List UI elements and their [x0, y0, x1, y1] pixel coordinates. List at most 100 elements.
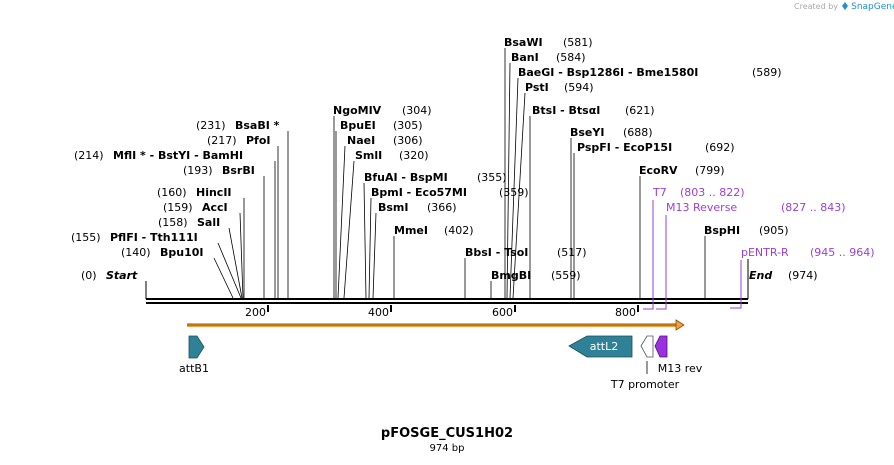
leader-line-naei [337, 145, 346, 299]
enzyme-name: BsmI [378, 201, 409, 214]
orf-arrow [187, 319, 685, 331]
enzyme-pos: (621) [625, 104, 655, 117]
start-pos-label: (0) [81, 269, 97, 282]
enzyme-pos: (320) [399, 149, 429, 162]
enzyme-labels-right: NgoMIV (304) BpuEI (305) NaeI (306) SmlI… [333, 36, 789, 282]
start-name-label: Start [106, 269, 138, 282]
enzyme-pos: (306) [393, 134, 423, 147]
leader-line-bpu10i [213, 257, 234, 299]
leader-line-bsmi [372, 212, 377, 299]
feature-arrow-attl2 [568, 335, 633, 358]
primer-m13-reverse: M13 Reverse (827 .. 843) [656, 201, 846, 310]
enzyme-pos: (140) [121, 246, 151, 259]
enzyme-name: PstI [525, 81, 549, 94]
end-pos-label: (974) [788, 269, 818, 282]
enzyme-name: PfoI [246, 134, 271, 147]
enzyme-pos: (359) [499, 186, 529, 199]
leader-line-acci [239, 212, 244, 299]
leader-line-bani [506, 62, 511, 299]
primer-name: M13 Reverse [666, 201, 737, 214]
enzyme-name: BspHI [704, 224, 740, 237]
enzyme-pos: (304) [402, 104, 432, 117]
enzyme-name: BsaWI [504, 36, 543, 49]
enzyme-pos: (692) [705, 141, 735, 154]
enzyme-pos: (155) [71, 231, 101, 244]
enzyme-leader-lines [213, 48, 706, 299]
created-by-text: Created by [794, 2, 839, 11]
enzyme-name: NaeI [347, 134, 375, 147]
feature-label: M13 rev [658, 362, 703, 375]
enzyme-pos: (559) [551, 269, 581, 282]
enzyme-name: MmeI [394, 224, 428, 237]
enzyme-pos: (594) [564, 81, 594, 94]
enzyme-pos: (159) [163, 201, 193, 214]
enzyme-pos: (305) [393, 119, 423, 132]
enzyme-name: BbsI - TsoI [465, 246, 528, 259]
enzyme-name: BseYI [570, 126, 604, 139]
end-name-label: End [749, 269, 772, 282]
ruler-label: 400 [368, 306, 389, 319]
feature-arrow-m13-rev [654, 335, 668, 358]
feature-m13-rev: M13 rev [654, 335, 703, 375]
enzyme-name: BanI [511, 51, 539, 64]
primer-name: pENTR-R [741, 246, 789, 259]
enzyme-pos: (581) [563, 36, 593, 49]
ruler-label: 600 [492, 306, 513, 319]
snapgene-logo-icon [841, 2, 848, 10]
enzyme-name: HincII [196, 186, 232, 199]
enzyme-name: SalI [197, 216, 220, 229]
leader-line-baegi [509, 77, 519, 299]
primer-t7: T7 (803 .. 822) [643, 186, 745, 310]
snapgene-brand-name: SnapGene [851, 2, 894, 12]
enzyme-name: BsrBI [222, 164, 255, 177]
feature-arrow-attb1 [188, 335, 205, 359]
enzyme-pos: (688) [623, 126, 653, 139]
enzyme-name: Bpu10I [160, 246, 204, 259]
leader-line-bfuai [363, 182, 367, 299]
enzyme-pos: (799) [695, 164, 725, 177]
enzyme-labels-left: (231) BsaBI * (217) PfoI (214) MflI * - … [71, 119, 280, 259]
enzyme-name: AccI [202, 201, 228, 214]
enzyme-name: BtsI - BtsαI [532, 104, 600, 117]
ruler-label: 200 [245, 306, 266, 319]
snapgene-watermark: Created by SnapGene [794, 2, 894, 12]
feature-label: T7 promoter [610, 378, 680, 391]
primer-range: (945 .. 964) [810, 246, 875, 259]
enzyme-pos: (355) [477, 171, 507, 184]
leader-line-psti [512, 92, 526, 299]
start-label: (0) Start [81, 269, 138, 282]
enzyme-pos: (584) [556, 51, 586, 64]
enzyme-pos: (214) [74, 149, 104, 162]
map-title: pFOSGE_CUS1H02 [380, 426, 514, 441]
feature-label: attL2 [590, 340, 619, 353]
enzyme-name: MflI * - BstYI - BamHI [113, 149, 243, 162]
enzyme-name: PflFI - Tth111I [110, 231, 198, 244]
enzyme-pos: (193) [183, 164, 213, 177]
enzyme-name: BmgBI [491, 269, 531, 282]
enzyme-pos: (905) [759, 224, 789, 237]
leader-line-pflfi [217, 242, 242, 299]
feature-arrow-t7-promoter [640, 335, 654, 358]
enzyme-pos: (402) [444, 224, 474, 237]
enzyme-pos: (366) [427, 201, 457, 214]
enzyme-name: SmlI [355, 149, 382, 162]
primer-name: T7 [652, 186, 667, 199]
end-label: End (974) [749, 269, 818, 282]
leader-line-smli [343, 160, 355, 299]
enzyme-pos: (589) [752, 66, 782, 79]
enzyme-pos: (231) [196, 119, 226, 132]
feature-attb1: attB1 [179, 335, 209, 375]
enzyme-name: BaeGI - Bsp1286I - Bme1580I [518, 66, 698, 79]
ruler: 200 400 600 800 [245, 305, 639, 319]
enzyme-name: EcoRV [639, 164, 678, 177]
enzyme-pos: (158) [158, 216, 188, 229]
enzyme-name: NgoMIV [333, 104, 382, 117]
primer-range: (827 .. 843) [781, 201, 846, 214]
enzyme-name: BfuAI - BspMI [364, 171, 448, 184]
primer-range: (803 .. 822) [680, 186, 745, 199]
enzyme-name: PspFI - EcoP15I [577, 141, 672, 154]
enzyme-pos: (217) [207, 134, 237, 147]
leader-line-bpmi [368, 197, 372, 299]
feature-t7-promoter: T7 promoter [610, 335, 680, 391]
